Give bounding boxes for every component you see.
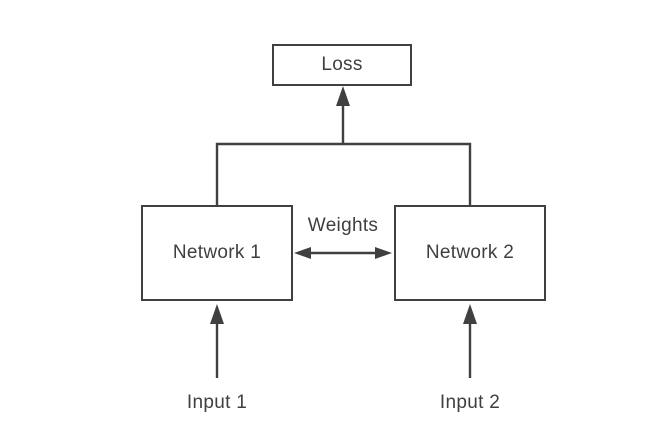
weights-left-arrowhead-icon: [294, 247, 311, 259]
input2-label: Input 2: [439, 392, 501, 413]
loss-node-label: Loss: [321, 54, 363, 75]
network2-node-label: Network 2: [425, 242, 515, 263]
networks-to-loss-bracket: [215, 142, 472, 205]
input2-arrowhead-icon: [463, 304, 477, 324]
loss-arrowhead-icon: [336, 86, 350, 106]
loss-node: Loss: [272, 44, 412, 86]
input1-label: Input 1: [186, 392, 248, 413]
input1-arrowhead-icon: [210, 304, 224, 324]
weights-label: Weights: [307, 215, 379, 236]
network1-node-label: Network 1: [172, 242, 262, 263]
weights-right-arrowhead-icon: [375, 247, 392, 259]
network1-node: Network 1: [141, 205, 293, 301]
network2-node: Network 2: [394, 205, 546, 301]
